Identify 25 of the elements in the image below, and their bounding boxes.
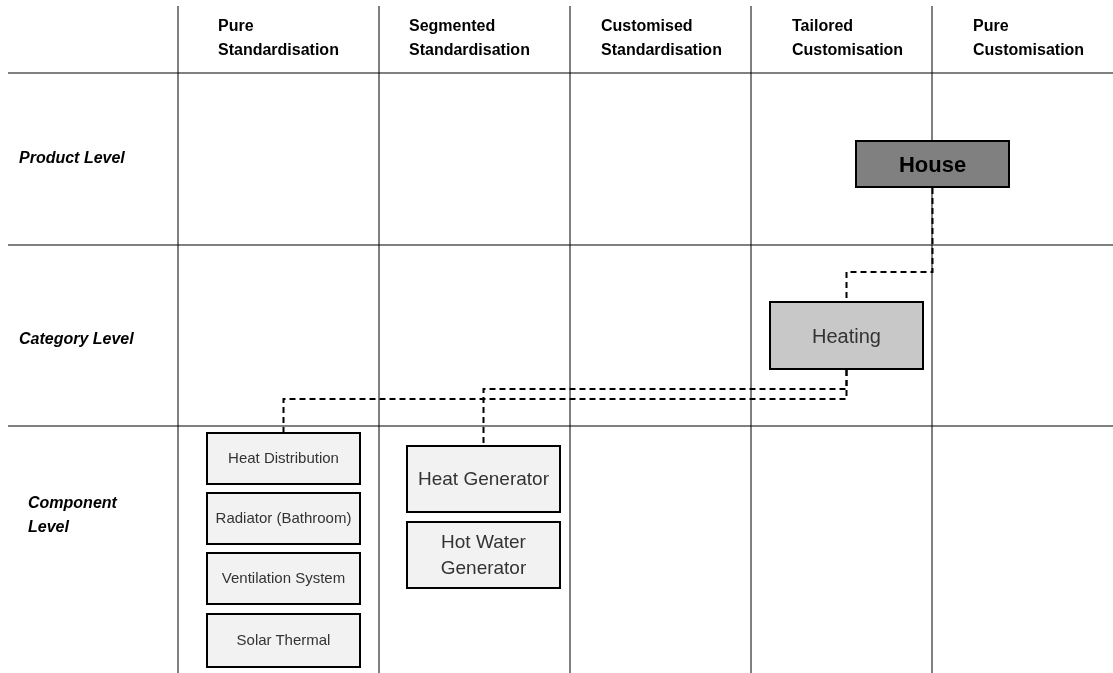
level-box [406,445,561,513]
column-header: Customised Standardisation [601,16,723,60]
box-label: Hot Water Generator [439,529,528,580]
level-box [206,552,361,605]
level-box [206,432,361,485]
row-header: Category Level [19,329,135,349]
level-box [855,140,1010,188]
level-box [206,492,361,545]
row-header: Component Level [28,493,119,537]
row-header: Product Level [19,148,126,168]
box-label: Heat Distribution [227,449,340,468]
column-header: Tailored Customisation [792,16,905,60]
level-box [206,613,361,668]
level-box [769,301,924,370]
connector-line [482,369,848,446]
box-label: Radiator (Bathroom) [214,509,353,528]
box-label: Heating [811,323,882,349]
column-header: Pure Customisation [973,16,1086,60]
box-label: House [897,150,968,179]
box-label: Solar Thermal [235,631,332,650]
level-box [406,521,561,589]
column-header: Segmented Standardisation [409,16,531,60]
column-header: Pure Standardisation [218,16,340,60]
box-label: Ventilation System [220,569,347,588]
box-label: Heat Generator [417,466,550,491]
